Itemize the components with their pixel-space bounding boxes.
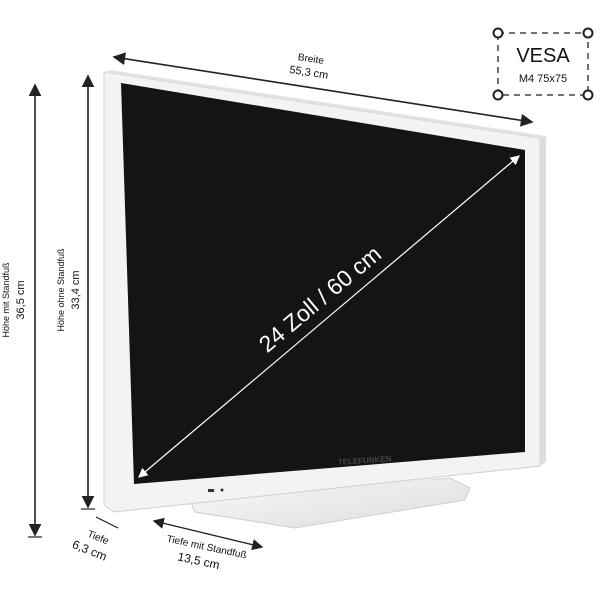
width-arrow (112, 52, 534, 127)
vesa-hole-icon (492, 89, 504, 101)
vesa-badge: VESA M4 75x75 (492, 27, 594, 101)
vesa-hole-icon (582, 27, 594, 39)
vesa-hole-icon (492, 27, 504, 39)
power-led-icon (220, 488, 224, 492)
depth-with-stand-arrow (152, 517, 264, 551)
depth-line (95, 516, 119, 529)
vesa-hole-icon (582, 89, 594, 101)
vesa-title: VESA (516, 45, 570, 67)
diagonal-arrow (138, 155, 520, 478)
height-with-stand-label: Höhe mit Standfuß (1, 262, 11, 338)
height-without-stand-value: 33,4 cm (70, 270, 82, 309)
ir-sensor (208, 489, 214, 492)
width-label: Breite (297, 52, 325, 67)
height-without-stand-label: Höhe ohne Standfuß (56, 248, 66, 332)
width-value: 55,3 cm (289, 64, 330, 82)
vesa-spec: M4 75x75 (519, 73, 567, 85)
height-with-stand-value: 36,5 cm (15, 280, 27, 319)
